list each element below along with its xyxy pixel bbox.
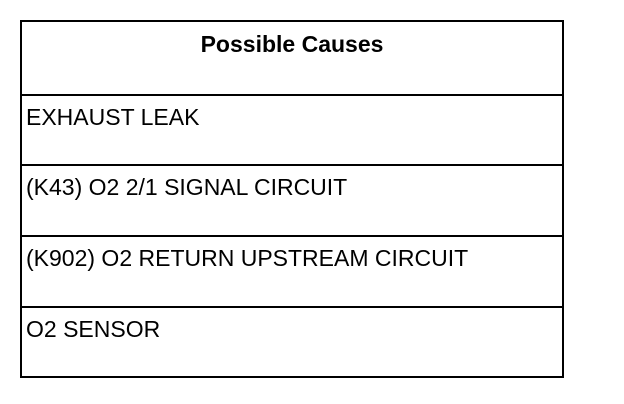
table-row: O2 SENSOR: [22, 306, 562, 376]
cause-return-upstream-circuit: (K902) O2 RETURN UPSTREAM CIRCUIT: [26, 245, 469, 271]
cause-signal-circuit: (K43) O2 2/1 SIGNAL CIRCUIT: [26, 174, 348, 200]
table-row: EXHAUST LEAK: [22, 94, 562, 164]
possible-causes-table: Possible Causes EXHAUST LEAK (K43) O2 2/…: [20, 20, 564, 378]
table-header: Possible Causes: [200, 31, 384, 57]
table-row: (K902) O2 RETURN UPSTREAM CIRCUIT: [22, 235, 562, 306]
table-header-row: Possible Causes: [22, 22, 562, 94]
cause-o2-sensor: O2 SENSOR: [26, 316, 161, 342]
table-row: (K43) O2 2/1 SIGNAL CIRCUIT: [22, 164, 562, 235]
cause-exhaust-leak: EXHAUST LEAK: [26, 104, 200, 130]
